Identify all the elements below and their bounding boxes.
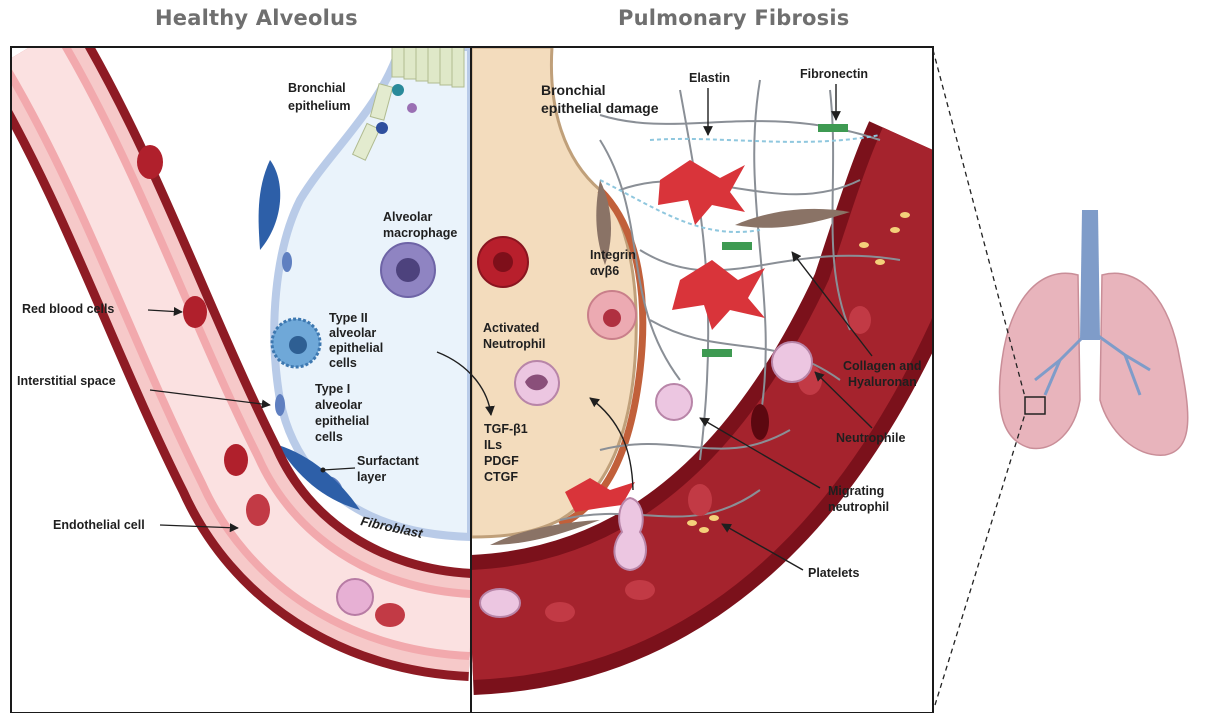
fibroblast-cell	[259, 160, 281, 250]
label-red-blood-cells: Red blood cells	[22, 302, 114, 316]
type-i-cell	[275, 394, 285, 416]
type-ii-nucleus	[289, 336, 307, 354]
label-platelets: Platelets	[808, 566, 859, 580]
trachea	[1080, 210, 1100, 340]
label-elastin: Elastin	[689, 71, 730, 85]
type-i-cell	[282, 252, 292, 272]
neutrophile-cell	[772, 342, 812, 382]
healthy-panel	[30, 47, 471, 627]
label-interstitial-space: Interstitial space	[17, 374, 116, 388]
migrating-neutrophil-cell	[656, 384, 692, 420]
neutrophil-in-vessel	[337, 579, 373, 615]
lung-illustration	[999, 210, 1187, 455]
transmigrating-neutrophil	[614, 498, 646, 570]
label-bronchial-epithelial-damage: Bronchial epithelial damage	[541, 82, 659, 116]
activated-macrophage-nucleus	[493, 252, 513, 272]
integrin-cell-nucleus	[603, 309, 621, 327]
neutrophil-in-vessel	[480, 589, 520, 617]
pointer-dot-surfactant	[321, 468, 326, 473]
label-fibronectin: Fibronectin	[800, 67, 868, 81]
left-lung	[999, 273, 1080, 448]
label-endothelial-cell: Endothelial cell	[53, 518, 145, 532]
macrophage-nucleus	[396, 258, 420, 282]
right-lung	[1100, 273, 1188, 455]
label-neutrophile: Neutrophile	[836, 431, 905, 445]
label-bronchial-epithelium: Bronchial epithelium	[288, 81, 351, 113]
zoom-line-bottom	[935, 414, 1025, 705]
fibrosis-panel	[471, 47, 933, 625]
